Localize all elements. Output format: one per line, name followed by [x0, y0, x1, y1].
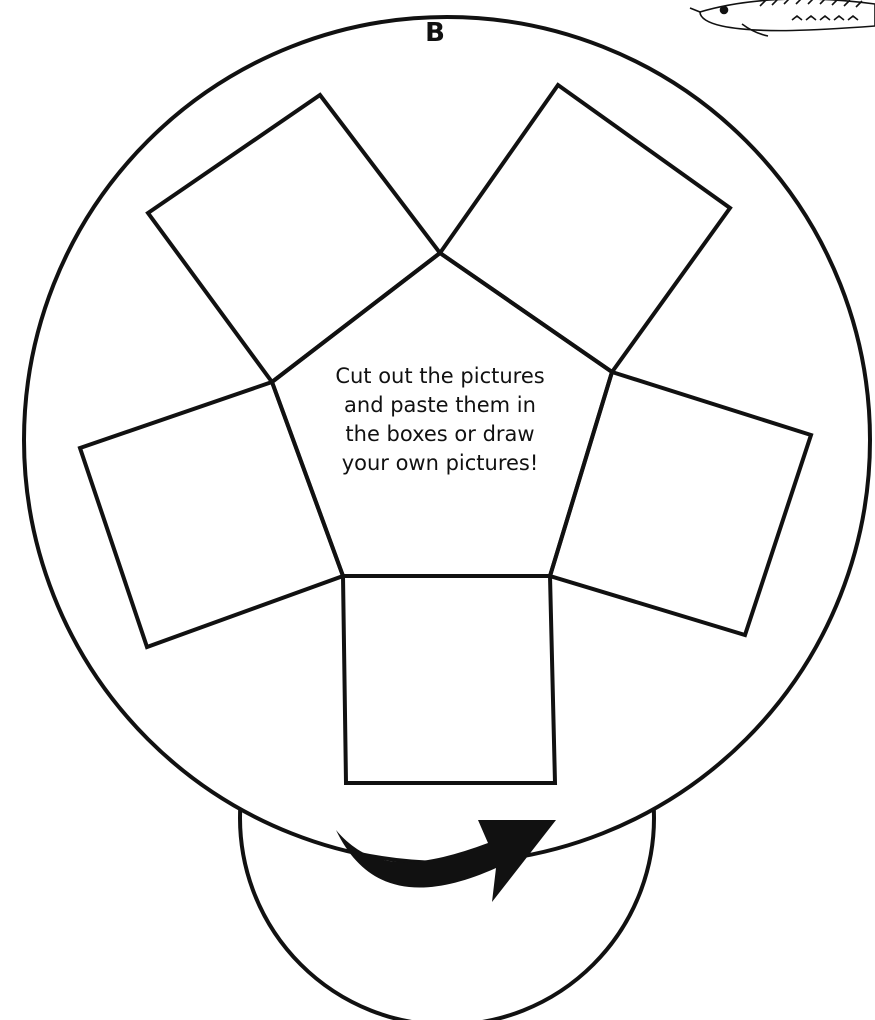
- instructions-text: Cut out the pictures and paste them in t…: [300, 362, 580, 478]
- instructions-line: Cut out the pictures: [300, 362, 580, 391]
- sturgeon-fish-icon: [690, 0, 875, 36]
- instructions-line: the boxes or draw: [300, 420, 580, 449]
- instructions-line: and paste them in: [300, 391, 580, 420]
- instructions-line: your own pictures!: [300, 449, 580, 478]
- page-letter: B: [405, 18, 465, 48]
